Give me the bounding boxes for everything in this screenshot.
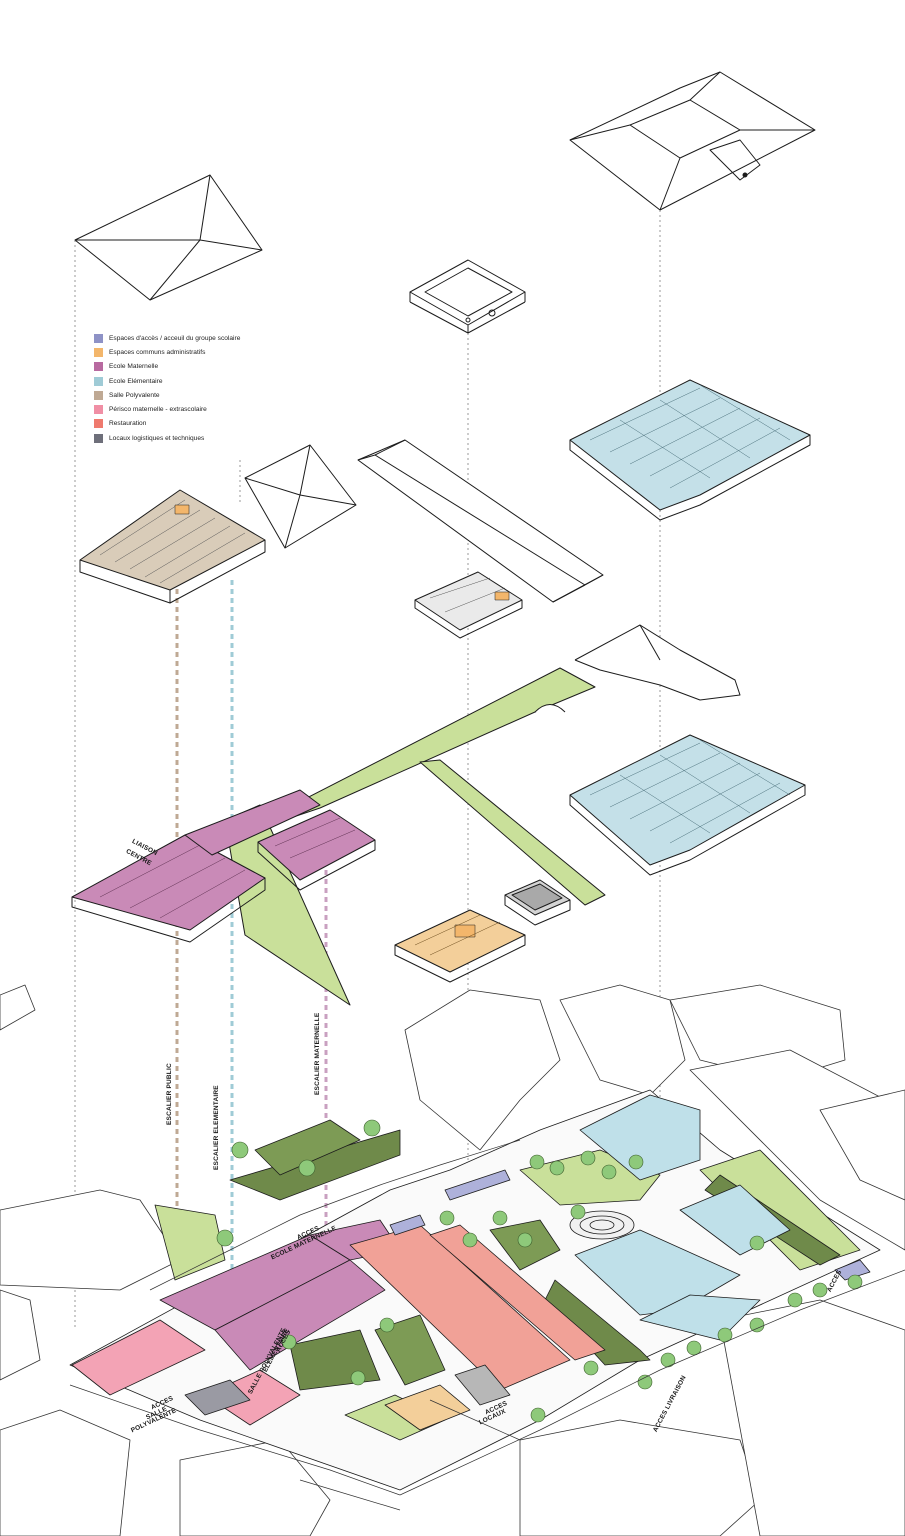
legend-swatch [94,333,103,343]
roof-long-ridge [357,439,604,603]
legend-label: Périsco maternelle - extrascolaire [109,406,207,414]
label-escalier-maternelle: ESCALIER MATERNELLE [314,1012,321,1095]
legend-label: Locaux logistiques et techniques [109,434,205,442]
legend-item-restauration: Restauration [94,417,314,431]
ground-building-acces [389,1169,871,1281]
ground-buildings-perisco [71,1319,301,1426]
courtyard-green-upper [224,667,606,1006]
legend-swatch [94,362,103,372]
floorplan-elementaire-lower [569,734,806,876]
roof-right-large [569,71,816,211]
legend-label: Ecole Elémentaire [109,377,163,385]
legend-label: Espaces communs administratifs [109,348,206,356]
legend-swatch [94,376,103,386]
legend-label: Ecole Maternelle [109,363,159,371]
legend-item-technique: Locaux logistiques et techniques [94,431,314,445]
legend-item-elementaire: Ecole Elémentaire [94,374,314,388]
roof-left-pyramid [74,174,263,301]
legend: Espaces d'accès / acceuil du groupe scol… [94,331,314,445]
floorplan-admin-lower [394,909,526,983]
street-edges [69,1139,905,1511]
roof-center-small [409,259,526,334]
trees [216,1119,863,1423]
floorplan-small-center [414,571,523,639]
floorplan-salle-polyvalente [79,489,266,604]
legend-swatch [94,390,103,400]
roof-right-small-outline [574,624,741,701]
legend-item-admin: Espaces communs administratifs [94,345,314,359]
legend-swatch [94,433,103,443]
floorplan-maternelle [71,789,376,943]
legend-item-salle: Salle Polyvalente [94,388,314,402]
ground-building-technique [184,1364,511,1416]
label-escalier-public: ESCALIER PUBLIC [166,1063,173,1125]
legend-label: Salle Polyvalente [109,391,160,399]
roof-middle-pyramid [244,444,357,549]
legend-swatch [94,405,103,415]
legend-swatch [94,347,103,357]
context-buildings [0,984,905,1536]
floorplan-technique-box [504,879,571,926]
ground-buildings-elementaire [574,1094,791,1341]
legend-swatch [94,419,103,429]
legend-item-acces: Espaces d'accès / acceuil du groupe scol… [94,331,314,345]
legend-item-perisco: Périsco maternelle - extrascolaire [94,402,314,416]
legend-label: Restauration [109,420,147,428]
floorplan-elementaire-top [569,379,811,521]
legend-label: Espaces d'accès / acceuil du groupe scol… [109,334,241,342]
ground-building-admin [384,1384,471,1431]
label-escalier-elementaire: ESCALIER ELEMENTAIRE [213,1085,220,1170]
legend-item-maternelle: Ecole Maternelle [94,360,314,374]
